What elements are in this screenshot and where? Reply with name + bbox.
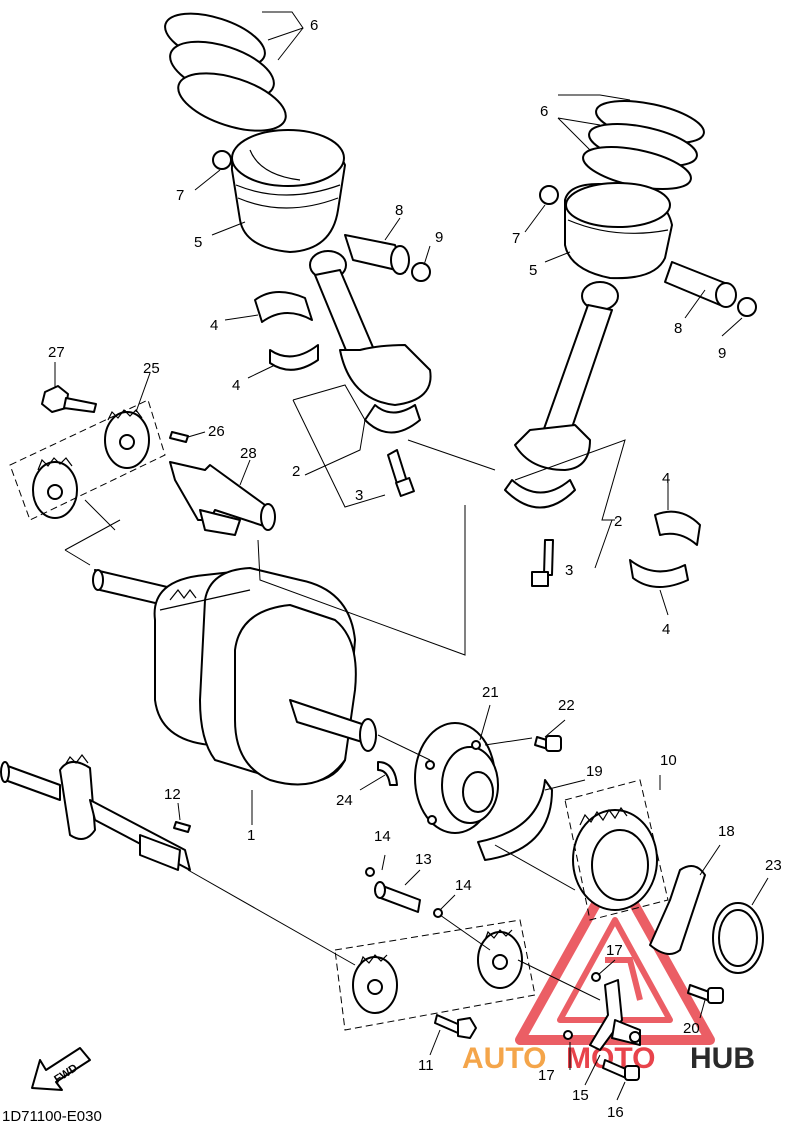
callout-14-b: 14 [455,877,472,894]
dashed-box-upper-left [9,399,166,521]
gear-25 [104,409,150,469]
lever-15 [589,979,641,1051]
flange-21 [414,722,499,834]
connecting-rod-left [309,250,432,434]
callout-16: 16 [607,1104,624,1121]
pin-14a [365,867,375,877]
callout-22: 22 [558,697,575,714]
gear-left-box [32,457,78,519]
callout-1: 1 [247,827,255,844]
callout-7-right: 7 [512,230,520,247]
callout-17-b: 17 [538,1067,555,1084]
callout-12: 12 [164,786,181,803]
leader-lines [54,11,769,1101]
callout-4-b: 4 [232,377,240,394]
gear-balancer-right [477,929,523,989]
piston-rings-right [582,100,705,190]
callout-17-a: 17 [606,942,623,959]
callout-20: 20 [683,1020,700,1037]
bearing-19 [477,779,553,861]
callout-28: 28 [240,445,257,462]
callout-19: 19 [586,763,603,780]
pin-17b [563,1030,573,1040]
bolt-22 [534,735,562,752]
connecting-rod-right [504,281,619,509]
callout-9-left: 9 [435,229,443,246]
callout-4-d: 4 [662,621,670,638]
bearing-left-lower [269,344,319,371]
callout-8-right: 8 [674,320,682,337]
circlip-right-b [737,297,757,317]
callout-21: 21 [482,684,499,701]
pin-13 [374,881,421,913]
bearing-left-upper [254,291,313,323]
callout-14-a: 14 [374,828,391,845]
callout-10: 10 [660,752,677,769]
dashed-box-gear-10 [564,779,669,921]
bolt-27 [41,385,97,413]
clip-24 [377,761,398,786]
circlip-left-a [212,150,232,170]
callout-4-a: 4 [210,317,218,334]
piston-left [230,129,346,253]
piston-pin-right [664,261,737,308]
callout-3-left: 3 [355,487,363,504]
ring-23 [712,902,764,974]
callout-6-left: 6 [310,17,318,34]
callout-6-right: 6 [540,103,548,120]
watermark-text-auto: AUTO [462,1042,546,1075]
bearing-right-upper [654,510,701,546]
callout-25: 25 [143,360,160,377]
bearing-right-lower [629,559,689,588]
callout-18: 18 [718,823,735,840]
callout-2-left: 2 [292,463,300,480]
balancer-shaft [0,754,191,871]
piston-right [564,182,673,280]
bolt-20 [687,984,724,1004]
circlip-left-b [411,262,431,282]
key-12 [173,821,191,833]
callout-5-right: 5 [529,262,537,279]
bolt-11 [434,1014,477,1039]
callout-4-c: 4 [662,470,670,487]
callout-5-left: 5 [194,234,202,251]
gear-balancer-left [352,954,398,1014]
callout-8-left: 8 [395,202,403,219]
gear-10 [572,806,658,911]
crankshaft [92,567,377,786]
bracket-18 [649,865,706,955]
callout-23: 23 [765,857,782,874]
dashed-box-lower [334,919,536,1031]
callout-9-right: 9 [718,345,726,362]
circlip-right-a [539,185,559,205]
fwd-arrow-icon [31,1047,91,1091]
diagram-code: 1D71100-E030 [2,1108,102,1124]
bolt-16 [602,1059,640,1081]
rod-bolt-right [531,539,554,587]
callout-15: 15 [572,1087,589,1104]
callout-26: 26 [208,423,225,440]
callout-2-right: 2 [614,513,622,530]
callout-13: 13 [415,851,432,868]
shaft-28 [169,461,276,536]
key-26 [169,431,189,443]
piston-rings-left [164,12,287,132]
callout-27: 27 [48,344,65,361]
callout-7-left: 7 [176,187,184,204]
watermark-text-hub: HUB [690,1042,755,1075]
callout-3-right: 3 [565,562,573,579]
piston-pin-left [344,234,410,275]
callout-24: 24 [336,792,353,809]
callout-11: 11 [418,1057,434,1074]
rod-bolt-left [387,449,415,497]
